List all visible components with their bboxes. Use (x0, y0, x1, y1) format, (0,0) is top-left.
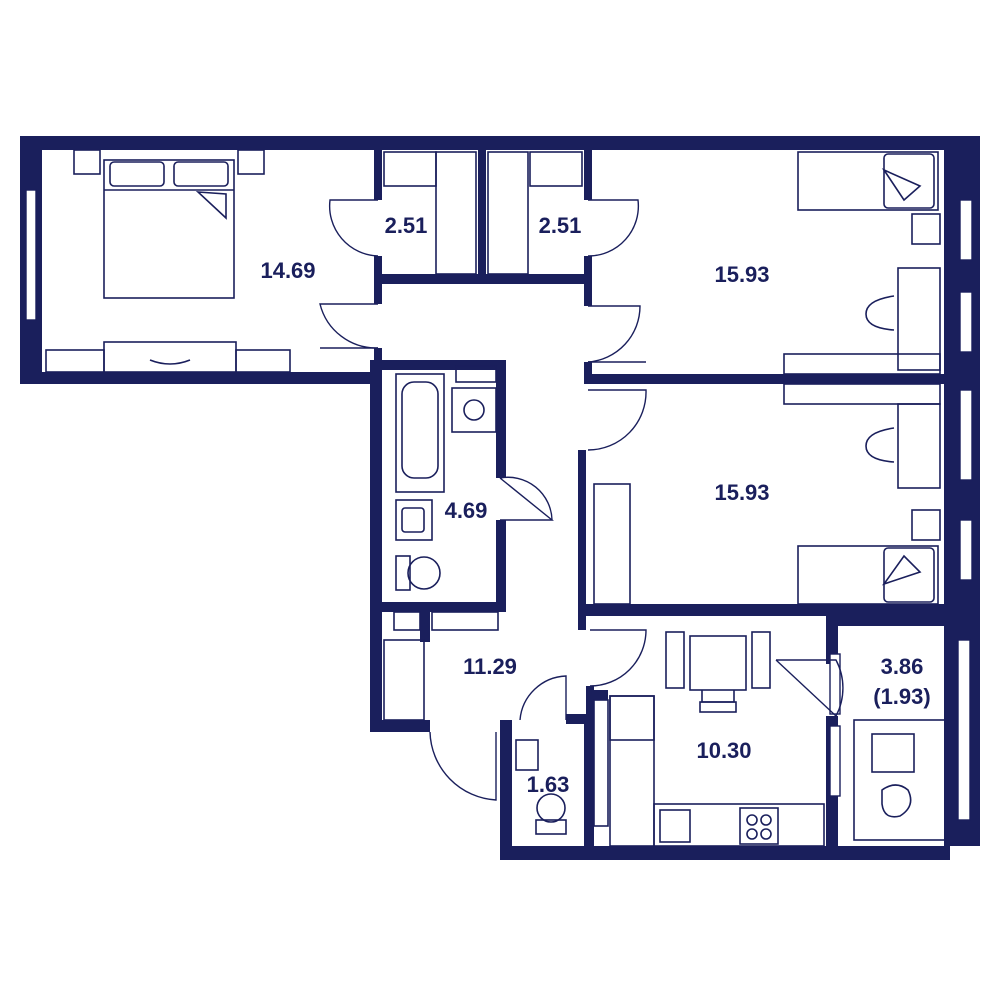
area-kitchen: 10.30 (696, 738, 751, 763)
shoe-rack-icon (393, 611, 499, 631)
door-kitchen (589, 629, 647, 687)
kitchen-counter-icon (593, 695, 825, 847)
area-bathroom: 4.69 (445, 498, 488, 523)
bathtub-icon (395, 365, 497, 493)
door-bathroom (499, 477, 554, 521)
toilet-icon (515, 739, 567, 835)
door-bedroom-mid (587, 389, 647, 451)
dining-table-icon (665, 631, 771, 713)
door-closet-left (328, 199, 379, 257)
furniture (45, 149, 949, 847)
window-kitchen-1 (829, 653, 841, 715)
walls (20, 136, 980, 860)
door-closet-right (587, 199, 640, 257)
windows (25, 189, 973, 821)
desk-icon (783, 267, 941, 489)
washing-machine-icon (451, 387, 497, 433)
balcony-chair-icon (853, 719, 949, 841)
door-bedroom-top (587, 305, 641, 363)
single-bed-icon (797, 509, 941, 605)
area-closet-left: 2.51 (385, 213, 428, 238)
area-bedroom-middle-right: 15.93 (714, 480, 769, 505)
window-bedroom-top-1 (959, 199, 973, 261)
door-toilet (519, 675, 567, 721)
area-bedroom-master: 14.69 (260, 258, 315, 283)
door-master (319, 303, 379, 349)
double-bed-icon (73, 149, 265, 299)
wardrobe-icon (45, 341, 291, 373)
area-labels: 14.69 2.51 2.51 15.93 15.93 4.69 11.29 1… (260, 213, 930, 797)
door-entrance (429, 731, 497, 801)
toilet-icon (395, 555, 441, 591)
hanger-icon (383, 151, 631, 721)
area-balcony: 3.86 (881, 654, 924, 679)
area-balcony-reduced: (1.93) (873, 684, 930, 709)
window-bedroom-top-2 (959, 291, 973, 353)
door-balcony (776, 659, 844, 717)
window-master-left (25, 189, 37, 321)
sink-icon (395, 499, 433, 541)
area-bedroom-top-right: 15.93 (714, 262, 769, 287)
area-hallway: 11.29 (463, 654, 517, 679)
window-kitchen-2 (829, 725, 841, 797)
area-toilet: 1.63 (527, 772, 570, 797)
window-bedroom-mid-1 (959, 389, 973, 481)
single-bed-icon (797, 151, 941, 245)
window-bedroom-mid-2 (959, 519, 973, 581)
area-closet-right: 2.51 (539, 213, 582, 238)
window-balcony (957, 639, 971, 821)
doors (319, 199, 844, 801)
